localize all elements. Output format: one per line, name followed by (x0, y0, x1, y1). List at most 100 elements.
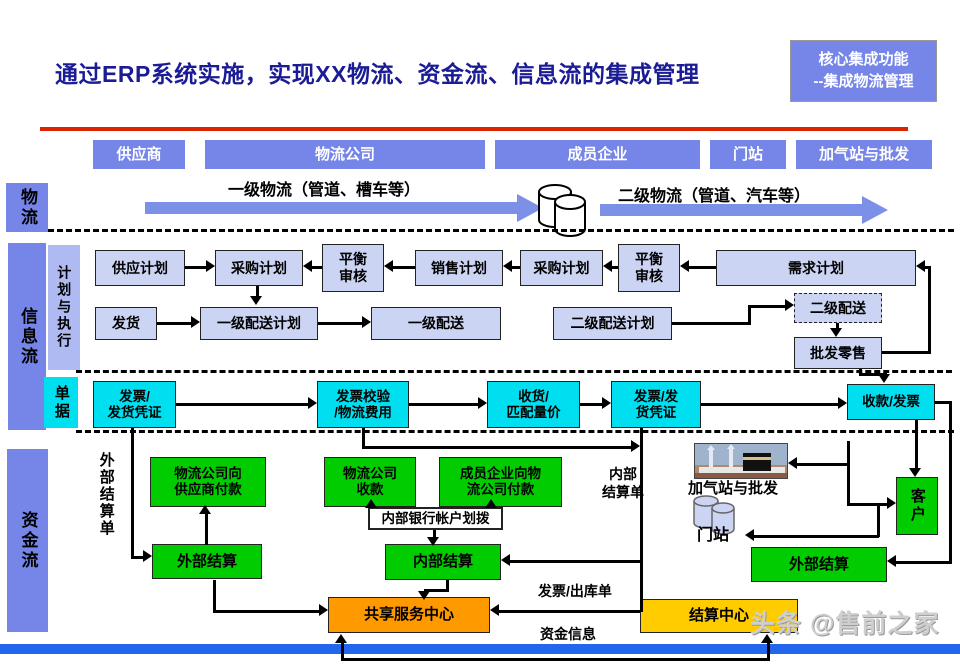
node-member-pay: 成员企业向物 流公司付款 (439, 457, 562, 507)
node-ship: 发货 (95, 307, 157, 340)
arrowhead-icon (490, 604, 499, 616)
connector-line (859, 373, 887, 376)
level2-logistics-label: 二级物流（管道、汽车等） (618, 188, 811, 205)
label-internal-settle-doc: 内部 结算单 (602, 466, 644, 500)
connector-line (312, 266, 322, 269)
arrowhead-icon (418, 591, 430, 600)
level1-flow-arrow (145, 202, 517, 214)
node-invoice-voucher-2: 发票/发 货凭证 (611, 381, 701, 428)
arrowhead-icon (143, 550, 152, 562)
arrowhead-icon (303, 260, 312, 272)
connector-line (131, 556, 144, 559)
sidebar-logistics: 物流 (6, 183, 48, 232)
connector-line (362, 428, 365, 448)
connector-line (185, 266, 206, 269)
label-invoice-outbound: 发票/出库单 (538, 583, 612, 599)
connector-line (748, 305, 786, 308)
arrowhead-icon (485, 499, 497, 508)
connector-line (176, 403, 308, 406)
connector-line (877, 505, 880, 537)
connector-line (748, 305, 751, 325)
arrowhead-icon (745, 529, 754, 541)
arrowhead-icon (887, 497, 896, 509)
level2-flow-arrowhead-icon (862, 196, 888, 224)
connector-line (409, 403, 478, 406)
badge-line1: 核心集成功能 (818, 51, 909, 69)
arrowhead-icon (308, 397, 317, 409)
connector-line (393, 266, 415, 269)
arrowhead-icon (362, 316, 371, 328)
connector-line (896, 561, 951, 564)
node-balance-audit-1: 平衡 审核 (322, 244, 384, 292)
title-underline (40, 127, 908, 131)
dashed-separator (76, 370, 952, 373)
node-pay-supplier: 物流公司向 供应商付款 (150, 457, 266, 507)
arrowhead-icon (887, 555, 896, 567)
gate-cylinders-icon (693, 495, 735, 535)
node-receipt-invoice: 收款/发票 (847, 384, 935, 420)
arrowhead-icon (319, 604, 328, 616)
connector-line (767, 641, 770, 660)
arrowhead-icon (503, 260, 512, 272)
connector-line (256, 286, 259, 300)
connector-line (213, 610, 319, 613)
node-purchase-plan-1: 采购计划 (215, 250, 303, 286)
label-capital-info: 资金信息 (540, 626, 596, 642)
sidebar-capital-flow: 资金流 (7, 449, 48, 632)
connector-line (157, 322, 191, 325)
connector-line (949, 401, 952, 564)
connector-line (580, 403, 602, 406)
connector-line (213, 580, 216, 612)
sidebar-documents: 单据 (44, 377, 78, 428)
arrowhead-icon (335, 634, 347, 643)
label-gate-station: 门站 (697, 527, 730, 544)
watermark: 头条 @售前之家 (750, 610, 940, 638)
arrowhead-icon (909, 468, 921, 477)
connector-line (318, 322, 362, 325)
badge-line2: --集成物流管理 (813, 73, 914, 90)
connector-line (797, 463, 847, 466)
node-sales-plan: 销售计划 (415, 250, 503, 286)
connector-line (612, 266, 618, 269)
arrowhead-icon (916, 260, 925, 272)
arrowhead-icon (785, 299, 794, 311)
page-title: 通过ERP系统实施，实现XX物流、资金流、信息流的集成管理 (55, 61, 700, 87)
arrowhead-icon (878, 374, 890, 383)
header-gas-wholesale: 加气站与批发 (796, 140, 932, 169)
sidebar-info-flow: 信息流 (8, 243, 46, 430)
header-member-enterprise: 成员企业 (495, 140, 700, 169)
node-settlement-center: 结算中心 (640, 599, 798, 633)
node-internal-settle: 内部结算 (385, 544, 501, 580)
node-receive-match: 收货/ 匹配量价 (487, 381, 580, 428)
arrowhead-icon (478, 397, 487, 409)
label-gas-wholesale: 加气站与批发 (688, 480, 779, 497)
node-dist-plan-1: 一级配送计划 (200, 307, 318, 340)
header-supplier: 供应商 (93, 140, 185, 169)
arrowhead-icon (631, 440, 640, 452)
connector-line (689, 266, 716, 269)
node-demand-plan: 需求计划 (716, 250, 916, 286)
node-balance-audit-2: 平衡 审核 (618, 244, 680, 292)
arrowhead-icon (206, 260, 215, 272)
node-dist-1: 一级配送 (371, 307, 501, 340)
arrowhead-icon (761, 634, 773, 643)
node-dist-plan-2: 二级配送计划 (553, 307, 672, 340)
arrowhead-icon (603, 260, 612, 272)
arrowhead-icon (680, 260, 689, 272)
connector-line (341, 658, 770, 661)
arrowhead-icon (199, 505, 211, 514)
connector-line (341, 641, 344, 660)
arrowhead-icon (830, 328, 842, 337)
dashed-separator (48, 229, 954, 232)
node-supply-plan: 供应计划 (95, 250, 185, 286)
arrowhead-icon (788, 457, 797, 469)
connector-line (672, 322, 748, 325)
node-customer: 客户 (896, 477, 938, 535)
node-external-settle-right: 外部结算 (751, 547, 887, 582)
bottom-bar (0, 644, 960, 654)
arrowhead-icon (838, 397, 847, 409)
connector-line (433, 530, 436, 539)
node-invoice-check: 发票校验 /物流费用 (317, 381, 409, 428)
arrowhead-icon (427, 537, 439, 546)
